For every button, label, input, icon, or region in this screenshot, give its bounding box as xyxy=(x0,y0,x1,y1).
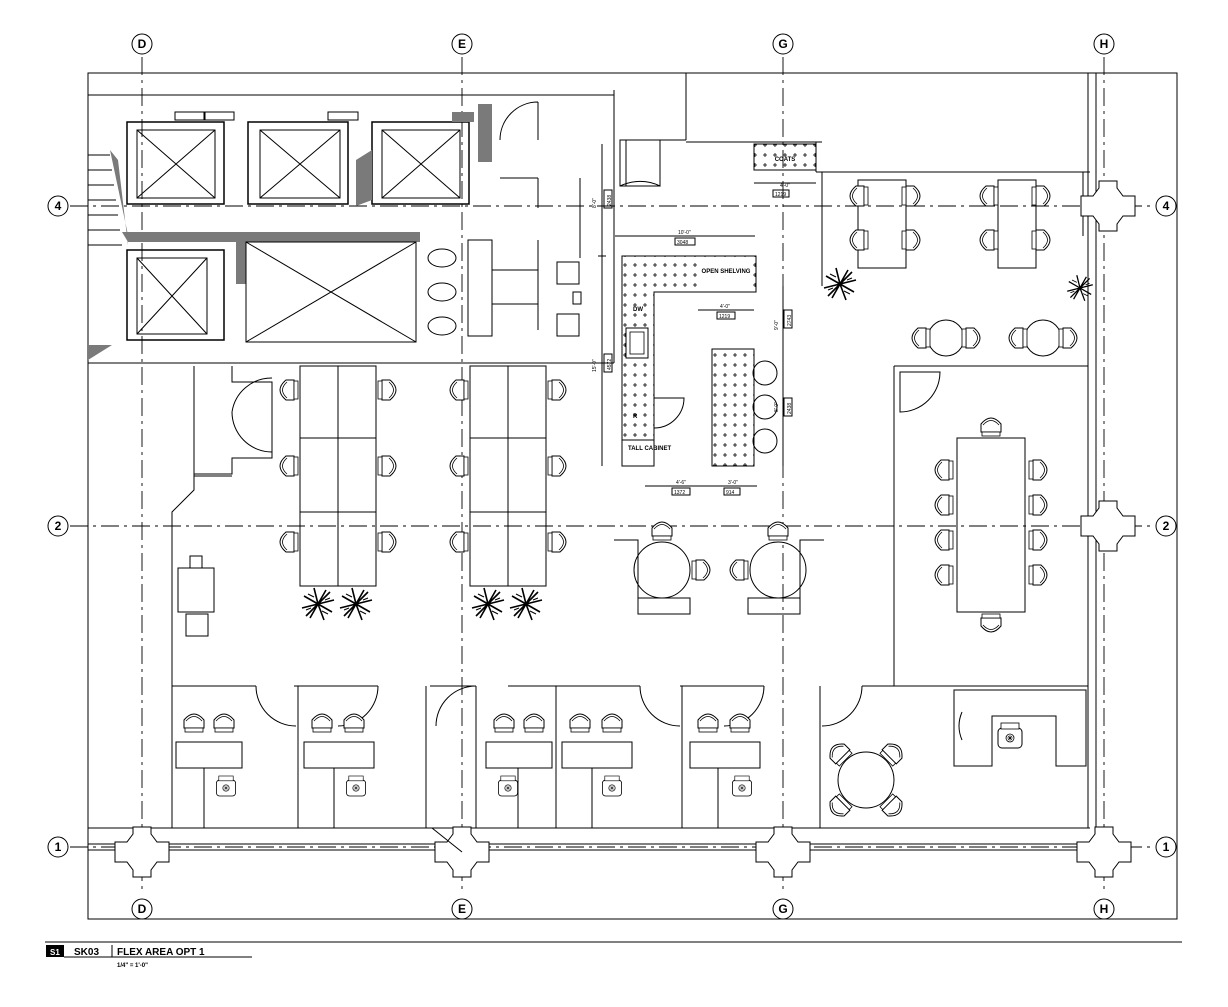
sheet-title: FLEX AREA OPT 1 xyxy=(117,947,205,958)
workstations xyxy=(171,365,567,686)
grid-bubble-g-bottom: G xyxy=(772,898,794,920)
elevator-4 xyxy=(126,249,225,341)
grid-bubble-d-top: D xyxy=(131,33,153,55)
kitchen: 8'-0" 2438 15'-0" 4572 10'-0" 3048 OPEN … xyxy=(592,144,793,496)
svg-text:4: 4 xyxy=(55,199,62,213)
svg-text:H: H xyxy=(1100,902,1109,916)
svg-text:4: 4 xyxy=(1163,199,1170,213)
south-wall xyxy=(88,826,1132,878)
lounge-area xyxy=(816,171,1094,357)
sheet-number: SK03 xyxy=(74,947,99,958)
svg-text:8'-0": 8'-0" xyxy=(592,198,598,208)
svg-text:10'-0": 10'-0" xyxy=(678,230,691,236)
grid-bubble-e-bottom: E xyxy=(451,898,473,920)
restroom-fixtures xyxy=(427,101,582,337)
office-4 xyxy=(561,713,633,828)
grid-bubble-d-bottom: D xyxy=(131,898,153,920)
svg-text:8'-0": 8'-0" xyxy=(774,402,780,412)
svg-text:TALL CABINET: TALL CABINET xyxy=(628,446,671,452)
grid-bubble-2-right: 2 xyxy=(1155,515,1177,537)
svg-text:2438: 2438 xyxy=(607,195,613,206)
svg-text:D: D xyxy=(138,37,147,51)
svg-text:914: 914 xyxy=(726,490,735,496)
svg-text:E: E xyxy=(458,37,466,51)
svg-text:1372: 1372 xyxy=(674,490,685,496)
copier xyxy=(177,555,215,637)
svg-text:4'-0": 4'-0" xyxy=(720,304,730,310)
svg-text:COATS: COATS xyxy=(775,157,796,163)
conference-table xyxy=(956,437,1026,613)
sheet-tag xyxy=(46,945,64,957)
svg-text:15'-0": 15'-0" xyxy=(592,359,598,372)
svg-text:2: 2 xyxy=(55,519,62,533)
office-3 xyxy=(485,713,553,828)
private-offices xyxy=(171,685,894,828)
cafe-seating xyxy=(614,521,824,615)
svg-text:G: G xyxy=(778,902,787,916)
svg-text:1: 1 xyxy=(55,840,62,854)
building-core xyxy=(88,90,615,364)
office-5 xyxy=(689,713,761,828)
svg-text:OPEN SHELVING: OPEN SHELVING xyxy=(702,269,751,275)
svg-text:1219: 1219 xyxy=(719,314,730,320)
svg-text:D: D xyxy=(138,902,147,916)
shaft-x xyxy=(245,241,417,343)
svg-text:H: H xyxy=(1100,37,1109,51)
coats-area: COATS 4'-0" 1219 xyxy=(619,73,822,198)
svg-text:4'-6": 4'-6" xyxy=(676,480,686,486)
grid-bubble-1-left: 1 xyxy=(47,836,69,858)
grid-bubble-h-bottom: H xyxy=(1093,898,1115,920)
office-2 xyxy=(303,713,375,828)
svg-text:4572: 4572 xyxy=(607,359,613,370)
svg-text:4'-0": 4'-0" xyxy=(780,183,790,189)
workstation-cluster-right xyxy=(449,365,567,621)
grid-bubble-2-left: 2 xyxy=(47,515,69,537)
svg-text:2743: 2743 xyxy=(787,315,793,326)
elevator-2 xyxy=(203,111,349,205)
title-block: S1 SK03 FLEX AREA OPT 1 1/4" = 1'-0" xyxy=(45,941,1182,969)
grid-bubble-1-right: 1 xyxy=(1155,836,1177,858)
plan-border xyxy=(87,72,1178,920)
stair xyxy=(88,150,128,246)
workstation-cluster-left xyxy=(279,365,397,621)
sheet-scale: 1/4" = 1'-0" xyxy=(117,963,148,969)
svg-text:2: 2 xyxy=(1163,519,1170,533)
svg-text:2438: 2438 xyxy=(787,403,793,414)
grid-bubble-4-left: 4 xyxy=(47,195,69,217)
small-meeting xyxy=(825,739,907,821)
grid-bubble-4-right: 4 xyxy=(1155,195,1177,217)
east-wall xyxy=(1080,73,1136,828)
coats-closet xyxy=(753,143,817,171)
svg-text:E: E xyxy=(458,902,466,916)
svg-text:9'-0": 9'-0" xyxy=(774,320,780,330)
svg-text:R: R xyxy=(633,414,638,420)
elevator-3 xyxy=(327,111,470,205)
kitchen-island xyxy=(711,348,755,467)
conference-room xyxy=(893,365,1088,687)
svg-text:3'-0": 3'-0" xyxy=(728,480,738,486)
elevator-1 xyxy=(126,111,225,205)
grid-bubble-h-top: H xyxy=(1093,33,1115,55)
svg-text:G: G xyxy=(778,37,787,51)
svg-text:1: 1 xyxy=(1163,840,1170,854)
grid-bubble-e-top: E xyxy=(451,33,473,55)
svg-text:DW: DW xyxy=(633,307,643,313)
svg-text:3048: 3048 xyxy=(677,240,688,246)
svg-text:1219: 1219 xyxy=(775,192,786,198)
grid-bubble-g-top: G xyxy=(772,33,794,55)
office-1 xyxy=(175,713,243,828)
grid-bubbles: D E G H D E G H 4 2 1 4 2 1 xyxy=(47,33,1177,920)
executive-desk xyxy=(953,689,1087,767)
svg-text:S1: S1 xyxy=(50,948,60,957)
